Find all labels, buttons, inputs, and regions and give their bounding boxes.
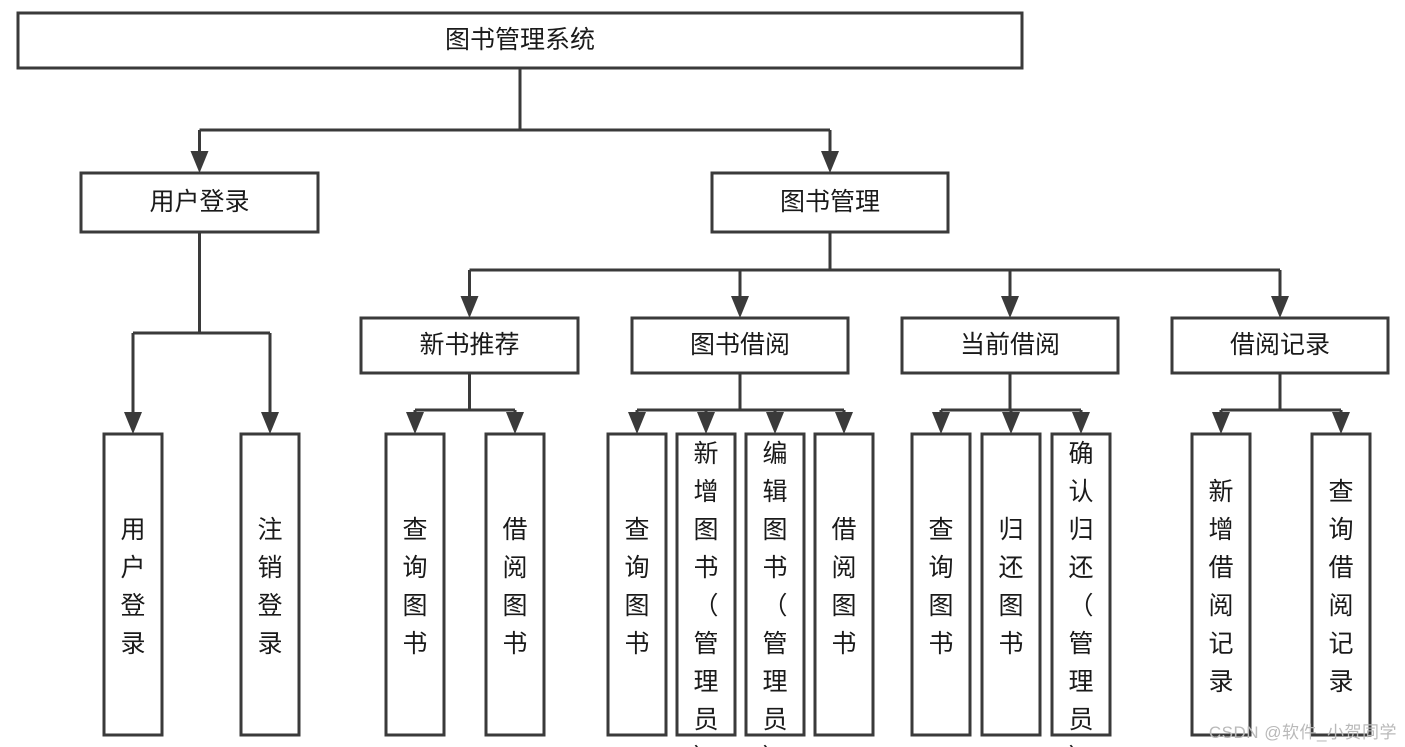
edge-new-book-recommend-arrow-leaf-borrow-book-recommend bbox=[506, 412, 524, 434]
node-label-user-login: 用户登录 bbox=[149, 188, 249, 216]
node-leaf-logout-login[interactable]: 注销登录 bbox=[239, 432, 301, 737]
node-box-leaf-borrow-book-recommend bbox=[484, 432, 546, 737]
node-box-borrow-record bbox=[1170, 316, 1390, 375]
edges-layer bbox=[124, 68, 1350, 434]
edge-user-login-arrow-leaf-logout-login bbox=[261, 412, 279, 434]
node-box-leaf-query-book-current bbox=[910, 432, 972, 737]
node-label-leaf-user-login: 用户登录 bbox=[120, 516, 145, 658]
node-box-book-management bbox=[710, 171, 950, 234]
node-root[interactable]: 图书管理系统 bbox=[16, 11, 1024, 70]
node-leaf-add-book-admin[interactable]: 新增图书（管理员） bbox=[675, 432, 737, 747]
edge-book-management-arrow-book-borrow bbox=[731, 296, 749, 318]
edge-book-borrow-arrow-leaf-query-book-borrow bbox=[628, 412, 646, 434]
node-label-borrow-record: 借阅记录 bbox=[1230, 331, 1330, 359]
node-label-leaf-add-borrow-record: 新增借阅记录 bbox=[1208, 478, 1233, 696]
node-book-management[interactable]: 图书管理 bbox=[710, 171, 950, 234]
node-label-leaf-add-book-admin: 新增图书（管理员） bbox=[693, 440, 718, 747]
edge-current-borrow-arrow-leaf-return-book bbox=[1002, 412, 1020, 434]
node-box-user-login bbox=[79, 171, 320, 234]
node-label-leaf-query-book-recommend: 查询图书 bbox=[402, 516, 427, 658]
node-label-leaf-borrow-book: 借阅图书 bbox=[831, 516, 856, 658]
node-label-book-borrow: 图书借阅 bbox=[690, 331, 790, 359]
edge-book-management-arrow-borrow-record bbox=[1271, 296, 1289, 318]
node-borrow-record[interactable]: 借阅记录 bbox=[1170, 316, 1390, 375]
node-box-leaf-query-book-borrow bbox=[606, 432, 668, 737]
node-leaf-user-login[interactable]: 用户登录 bbox=[102, 432, 164, 737]
node-box-leaf-edit-book-admin bbox=[744, 432, 806, 737]
node-box-book-borrow bbox=[630, 316, 850, 375]
node-book-borrow[interactable]: 图书借阅 bbox=[630, 316, 850, 375]
node-box-leaf-query-book-recommend bbox=[384, 432, 446, 737]
node-leaf-borrow-book-recommend[interactable]: 借阅图书 bbox=[484, 432, 546, 737]
edge-book-borrow-arrow-leaf-add-book-admin bbox=[697, 412, 715, 434]
node-leaf-query-book-borrow[interactable]: 查询图书 bbox=[606, 432, 668, 737]
edge-user-login-arrow-leaf-user-login bbox=[124, 412, 142, 434]
node-box-leaf-borrow-book bbox=[813, 432, 875, 737]
node-label-leaf-query-book-current: 查询图书 bbox=[928, 516, 953, 658]
edge-borrow-record-arrow-leaf-add-borrow-record bbox=[1212, 412, 1230, 434]
nodes-layer: 图书管理系统用户登录图书管理新书推荐图书借阅当前借阅借阅记录用户登录注销登录查询… bbox=[16, 11, 1390, 747]
node-box-current-borrow bbox=[900, 316, 1120, 375]
edge-root-arrow-book-management bbox=[821, 151, 839, 173]
node-label-leaf-query-borrow-record: 查询借阅记录 bbox=[1328, 478, 1353, 696]
node-leaf-query-book-current[interactable]: 查询图书 bbox=[910, 432, 972, 737]
node-leaf-confirm-return-admin[interactable]: 确认归还（管理员） bbox=[1050, 432, 1112, 747]
node-leaf-query-book-recommend[interactable]: 查询图书 bbox=[384, 432, 446, 737]
node-box-leaf-return-book bbox=[980, 432, 1042, 737]
node-leaf-return-book[interactable]: 归还图书 bbox=[980, 432, 1042, 737]
edge-book-management-arrow-current-borrow bbox=[1001, 296, 1019, 318]
node-current-borrow[interactable]: 当前借阅 bbox=[900, 316, 1120, 375]
node-box-leaf-add-book-admin bbox=[675, 432, 737, 737]
node-label-leaf-edit-book-admin: 编辑图书（管理员） bbox=[762, 440, 787, 747]
node-label-root: 图书管理系统 bbox=[445, 26, 595, 54]
node-leaf-add-borrow-record[interactable]: 新增借阅记录 bbox=[1190, 432, 1252, 737]
node-label-leaf-query-book-borrow: 查询图书 bbox=[624, 516, 649, 658]
node-leaf-borrow-book[interactable]: 借阅图书 bbox=[813, 432, 875, 737]
edge-current-borrow-arrow-leaf-confirm-return-admin bbox=[1072, 412, 1090, 434]
edge-book-management-arrow-new-book-recommend bbox=[460, 296, 479, 318]
node-leaf-edit-book-admin[interactable]: 编辑图书（管理员） bbox=[744, 432, 806, 747]
node-box-leaf-logout-login bbox=[239, 432, 301, 737]
node-label-book-management: 图书管理 bbox=[780, 188, 880, 216]
node-box-leaf-add-borrow-record bbox=[1190, 432, 1252, 737]
edge-current-borrow-arrow-leaf-query-book-current bbox=[932, 412, 950, 434]
node-leaf-query-borrow-record[interactable]: 查询借阅记录 bbox=[1310, 432, 1372, 737]
node-label-leaf-confirm-return-admin: 确认归还（管理员） bbox=[1068, 440, 1093, 747]
node-box-leaf-user-login bbox=[102, 432, 164, 737]
node-box-new-book-recommend bbox=[359, 316, 580, 375]
node-label-leaf-logout-login: 注销登录 bbox=[257, 516, 282, 658]
edge-book-borrow-arrow-leaf-borrow-book bbox=[835, 412, 853, 434]
node-user-login[interactable]: 用户登录 bbox=[79, 171, 320, 234]
node-label-leaf-borrow-book-recommend: 借阅图书 bbox=[502, 516, 527, 658]
node-new-book-recommend[interactable]: 新书推荐 bbox=[359, 316, 580, 375]
node-box-leaf-confirm-return-admin bbox=[1050, 432, 1112, 737]
edge-borrow-record-arrow-leaf-query-borrow-record bbox=[1332, 412, 1350, 434]
edge-book-borrow-arrow-leaf-edit-book-admin bbox=[766, 412, 784, 434]
node-box-root bbox=[16, 11, 1024, 70]
node-box-leaf-query-borrow-record bbox=[1310, 432, 1372, 737]
node-label-leaf-return-book: 归还图书 bbox=[998, 516, 1023, 658]
edge-new-book-recommend-arrow-leaf-query-book-recommend bbox=[406, 412, 424, 434]
node-label-current-borrow: 当前借阅 bbox=[960, 331, 1060, 359]
node-label-new-book-recommend: 新书推荐 bbox=[419, 331, 519, 359]
edge-root-arrow-user-login bbox=[190, 151, 209, 173]
